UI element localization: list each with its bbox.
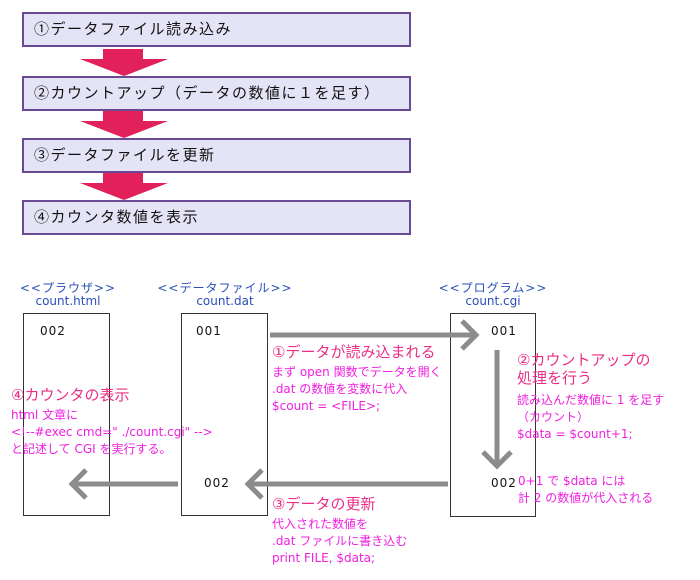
browser-value: 002 <box>40 324 66 338</box>
countup-annotation-line: $data = $count+1; <box>517 427 633 441</box>
program-filename: count.cgi <box>465 294 521 308</box>
read-annotation-line: $count = <FILE>; <box>272 399 381 413</box>
flow-step-label: ②カウントアップ（データの数値に１を足す） <box>34 84 381 102</box>
flow-arrow-down-icon <box>80 49 168 76</box>
flow-step-label: ③データファイルを更新 <box>34 146 216 164</box>
browser-stereotype: <<プラウザ>> <box>19 281 117 295</box>
result-annotation-line: 計 2 の数値が代入される <box>518 491 654 505</box>
datafile-box: 001 002 <box>181 313 268 516</box>
countup-annotation-title: 処理を行う <box>517 369 593 387</box>
flow-step-update-file: ③データファイルを更新 <box>22 138 411 173</box>
program-header: <<プログラム>> count.cgi <box>430 282 556 308</box>
datafile-value-after: 002 <box>204 476 230 490</box>
flow-step-read-file: ①データファイル読み込み <box>22 12 411 47</box>
program-stereotype: <<プログラム>> <box>438 281 548 295</box>
countup-annotation-line: 読み込んだ数値に 1 を足す <box>517 393 665 407</box>
flow-step-display-counter: ④カウンタ数値を表示 <box>22 200 411 235</box>
program-value-before: 001 <box>491 324 517 338</box>
flow-step-count-up: ②カウントアップ（データの数値に１を足す） <box>22 76 411 111</box>
flow-step-label: ①データファイル読み込み <box>34 20 233 38</box>
datafile-stereotype: <<データファイル>> <box>157 281 293 295</box>
update-annotation-title: ③データの更新 <box>272 495 376 513</box>
read-annotation-title: ①データが読み込まれる <box>272 343 436 361</box>
read-annotation-line: まず open 関数でデータを開く <box>272 365 442 379</box>
display-annotation-line: html 文章に <box>11 408 79 422</box>
datafile-filename: count.dat <box>196 294 254 308</box>
countup-annotation-title: ②カウントアップの <box>517 351 651 369</box>
update-annotation-line: 代入された数値を <box>272 517 369 531</box>
browser-filename: count.html <box>35 294 101 308</box>
countup-annotation-line: （カウント） <box>517 410 590 424</box>
read-annotation-line: .dat の数値を変数に代入 <box>272 382 408 396</box>
flow-arrow-down-icon <box>80 173 168 200</box>
browser-header: <<プラウザ>> count.html <box>12 282 124 308</box>
flow-arrow-down-icon <box>80 111 168 138</box>
arrow-left-icon <box>244 468 448 500</box>
update-annotation-line: .dat ファイルに書き込む <box>272 534 408 548</box>
display-annotation-title: ④カウンタの表示 <box>11 386 130 404</box>
display-annotation-line: と記述して CGI を実行する。 <box>11 442 172 456</box>
display-annotation-line: <!--#exec cmd=" ./count.cgi" --> <box>11 425 213 439</box>
update-annotation-line: print FILE, $data; <box>272 551 376 565</box>
datafile-header: <<データファイル>> count.dat <box>150 282 300 308</box>
datafile-value-before: 001 <box>196 324 222 338</box>
flow-step-label: ④カウンタ数値を表示 <box>34 208 200 226</box>
program-value-after: 002 <box>491 476 517 490</box>
result-annotation-line: 0+1 で $data には <box>518 474 626 488</box>
